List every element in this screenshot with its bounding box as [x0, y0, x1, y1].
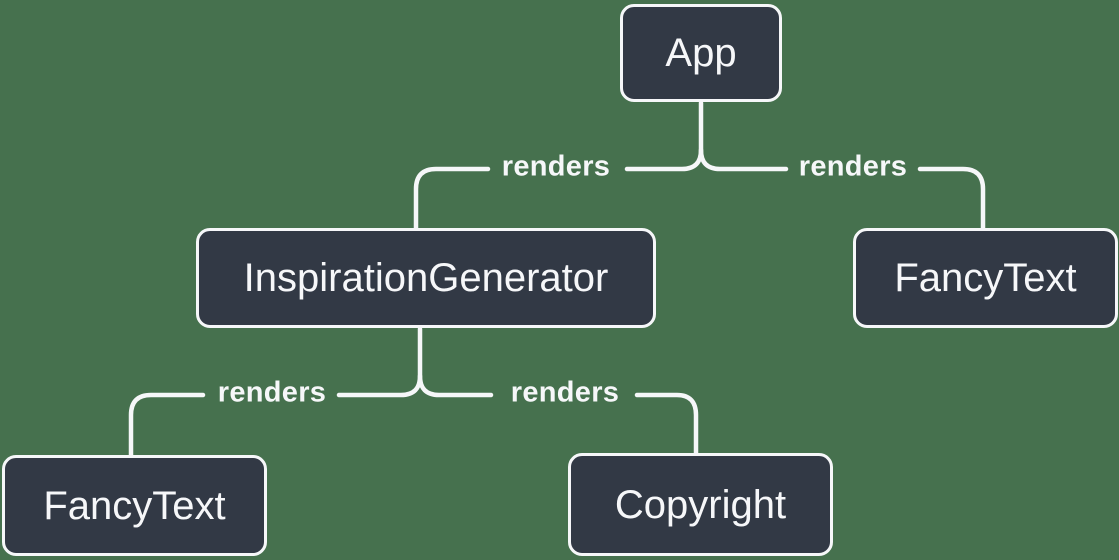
edge-label-renders: renders — [510, 376, 620, 409]
node-fancy-text-right: FancyText — [853, 228, 1118, 328]
node-copyright-label: Copyright — [614, 482, 787, 527]
node-inspiration-generator-label: InspirationGenerator — [243, 256, 609, 300]
node-app: App — [620, 4, 782, 102]
edge-label-renders: renders — [217, 376, 327, 409]
node-fancy-text-left-label: FancyText — [43, 483, 226, 528]
node-fancy-text-right-label: FancyText — [894, 256, 1077, 300]
node-inspiration-generator: InspirationGenerator — [196, 228, 656, 328]
node-fancy-text-left: FancyText — [2, 455, 267, 556]
edge-label-renders: renders — [501, 150, 611, 183]
node-copyright: Copyright — [568, 453, 833, 556]
edge-label-renders: renders — [798, 150, 908, 183]
node-app-label: App — [665, 31, 737, 75]
